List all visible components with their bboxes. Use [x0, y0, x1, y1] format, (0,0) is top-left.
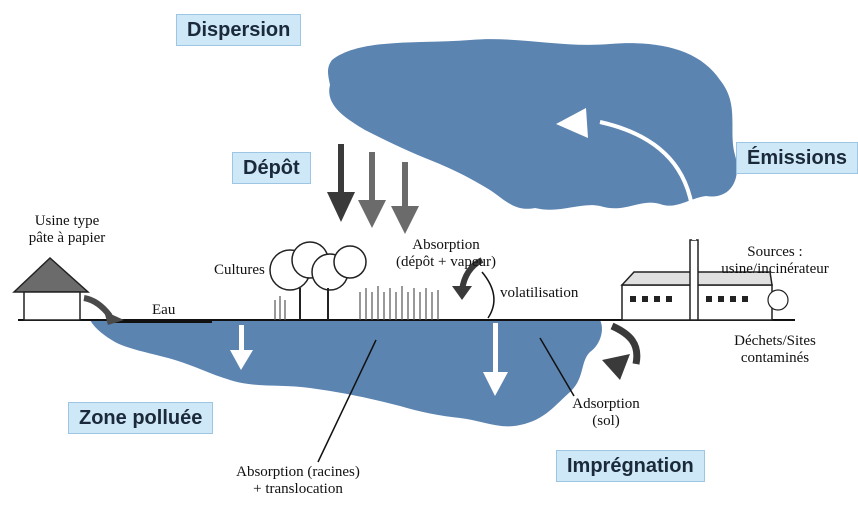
soil-adsorption-arrow: [602, 326, 637, 380]
note-usine: Usine type pâte à papier: [14, 213, 120, 247]
note-usine-line1: Usine type: [14, 213, 120, 230]
label-impregnation: Imprégnation: [556, 450, 705, 482]
note-eau: Eau: [152, 302, 175, 319]
note-absorption-vapeur-line2: (dépôt + vapeur): [376, 254, 516, 271]
note-sources-line1: Sources :: [700, 244, 850, 261]
label-emissions: Émissions: [736, 142, 858, 174]
note-dechets: Déchets/Sites contaminés: [700, 333, 850, 367]
note-volatilisation: volatilisation: [500, 285, 578, 302]
note-usine-line2: pâte à papier: [14, 230, 120, 247]
note-sources: Sources : usine/incinérateur: [700, 244, 850, 278]
label-zone-polluee: Zone polluée: [68, 402, 213, 434]
note-dechets-line2: contaminés: [700, 350, 850, 367]
note-absorption-vapeur: Absorption (dépôt + vapeur): [376, 237, 516, 271]
note-racines-line2: + translocation: [210, 481, 386, 498]
note-racines: Absorption (racines) + translocation: [210, 464, 386, 498]
note-adsorption: Adsorption (sol): [546, 396, 666, 430]
note-sources-line2: usine/incinérateur: [700, 261, 850, 278]
note-racines-line1: Absorption (racines): [210, 464, 386, 481]
deposition-arrows: [327, 144, 419, 234]
note-absorption-vapeur-line1: Absorption: [376, 237, 516, 254]
note-adsorption-line2: (sol): [546, 413, 666, 430]
dispersion-cloud: [328, 39, 737, 210]
pulp-mill-house: [14, 258, 88, 320]
note-cultures: Cultures: [214, 262, 265, 279]
note-dechets-line1: Déchets/Sites: [700, 333, 850, 350]
note-adsorption-line1: Adsorption: [546, 396, 666, 413]
label-depot: Dépôt: [232, 152, 311, 184]
label-dispersion: Dispersion: [176, 14, 301, 46]
volatilisation-curve: [482, 272, 494, 318]
